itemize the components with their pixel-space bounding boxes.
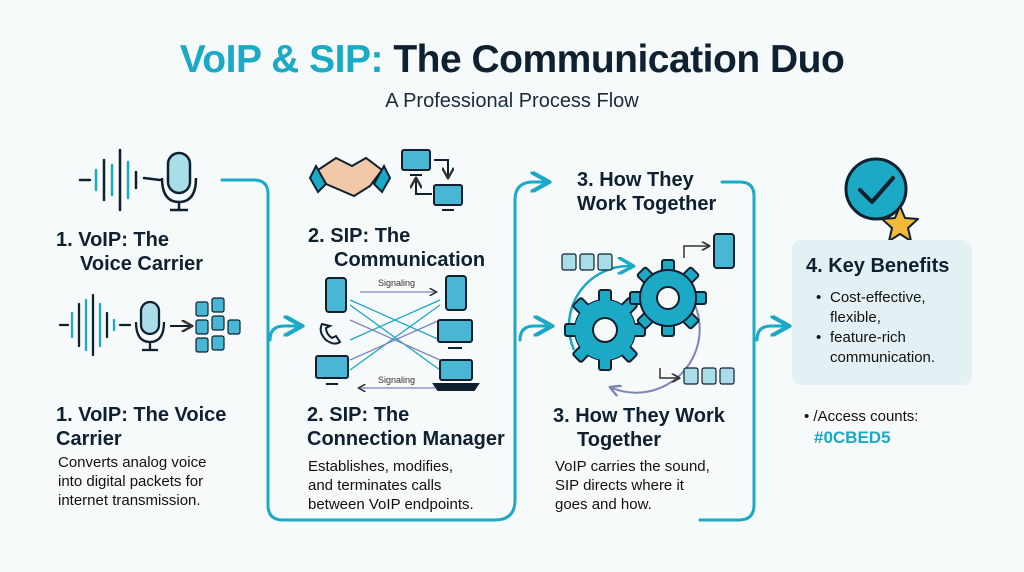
step-2-top-heading: 2. SIP: The Communication (308, 224, 485, 272)
data-packets-icon (195, 297, 241, 353)
title-accent: VoIP & SIP: (179, 38, 384, 81)
sound-wave-icon (78, 148, 162, 212)
page-subtitle: A Professional Process Flow (385, 90, 639, 112)
step-2-heading-line1: 2. SIP: The (307, 404, 410, 426)
handset-icon (319, 322, 342, 345)
step-2-heading-line2: Connection Manager (307, 428, 505, 450)
benefit-item: flexible, (814, 308, 935, 328)
access-counts-value: #0CBED5 (814, 428, 891, 447)
small-microphone-icon (134, 300, 166, 352)
step-3-top-heading-line2: Work Together (577, 193, 717, 215)
gear-right-icon (629, 259, 707, 337)
benefit-item: feature-rich (814, 328, 935, 348)
step-3-description-line: goes and how. (555, 496, 652, 513)
step-3-description-line: SIP directs where it (555, 477, 684, 494)
phone-device-icon (325, 275, 467, 313)
flow-arrow-icon (659, 368, 678, 378)
signaling-label-top: Signaling (378, 278, 416, 288)
step-1-heading-line1: 1. VoIP: The Voice (56, 404, 227, 426)
benefit-item-text: flexible, (830, 309, 881, 326)
step-2-description-line: between VoIP endpoints. (308, 496, 474, 513)
access-counts-label: • /Access counts: (804, 408, 919, 425)
step-3-top-heading-line1: 3. How They (577, 169, 694, 191)
step-1-heading-line2: Carrier (56, 428, 122, 450)
step-1-top-heading-line2: Voice Carrier (80, 253, 204, 275)
step-3-description-line: VoIP carries the sound, (555, 458, 710, 475)
flow-arrow-icon (683, 246, 708, 258)
step-4-heading: 4. Key Benefits (806, 255, 950, 277)
step-2-heading: 2. SIP: The Connection Manager (307, 403, 505, 451)
handshake-icon (308, 156, 392, 198)
step-3-heading: 3. How They Work Together (553, 404, 725, 452)
phone-top-icon (713, 233, 735, 269)
step-1-top-heading: 1. VoIP: The Voice Carrier (56, 228, 203, 276)
step-2-description-line: Establishes, modifies, (308, 458, 454, 475)
step-1-description-line: Converts analog voice (58, 454, 207, 471)
step-2-description: Establishes, modifies, and terminates ca… (308, 457, 474, 514)
star-icon (881, 205, 919, 242)
step-3-heading-line2: Together (577, 429, 662, 451)
page-title: VoIP & SIP: The Communication Duo (0, 38, 1024, 82)
step-1-heading: 1. VoIP: The Voice Carrier (56, 403, 226, 451)
laptop-icon (432, 359, 480, 391)
connector-3-4 (518, 180, 785, 522)
packets-bottom-icon (683, 367, 735, 385)
packets-top-icon (561, 253, 613, 271)
step-2-top-heading-line2: Communication (334, 249, 486, 271)
step-2-top-heading-line1: 2. SIP: The (308, 225, 411, 247)
benefits-card: 4. Key Benefits Cost-effective, flexible… (792, 240, 972, 385)
gears-icon (561, 233, 735, 393)
signaling-diagram (315, 275, 480, 391)
check-badge-icon (844, 157, 908, 221)
step-3-top-heading: 3. How They Work Together (577, 168, 716, 216)
step-3-heading-line1: 3. How They Work (553, 405, 725, 427)
step-3-description: VoIP carries the sound, SIP directs wher… (555, 457, 710, 514)
signaling-label-bottom: Signaling (378, 375, 416, 385)
benefit-item: communication. (814, 348, 935, 368)
title-rest: The Communication Duo (393, 38, 845, 81)
connector-1-2 (220, 180, 545, 522)
monitor-icon (315, 319, 473, 385)
benefit-item: Cost-effective, (814, 288, 935, 308)
microphone-icon (160, 151, 198, 212)
step-2-description-line: and terminates calls (308, 477, 442, 494)
benefits-list: Cost-effective, flexible, feature-rich c… (814, 288, 935, 368)
benefit-item-text: communication. (830, 349, 936, 366)
step-1-top-heading-line1: 1. VoIP: The (56, 229, 169, 251)
computers-exchange-icon (401, 149, 463, 211)
step-1-description-line: into digital packets for (58, 473, 204, 490)
waveform-to-packets-icon (58, 293, 132, 357)
step-1-description: Converts analog voice into digital packe… (58, 453, 206, 510)
step-1-description-line: internet transmission. (58, 492, 201, 509)
